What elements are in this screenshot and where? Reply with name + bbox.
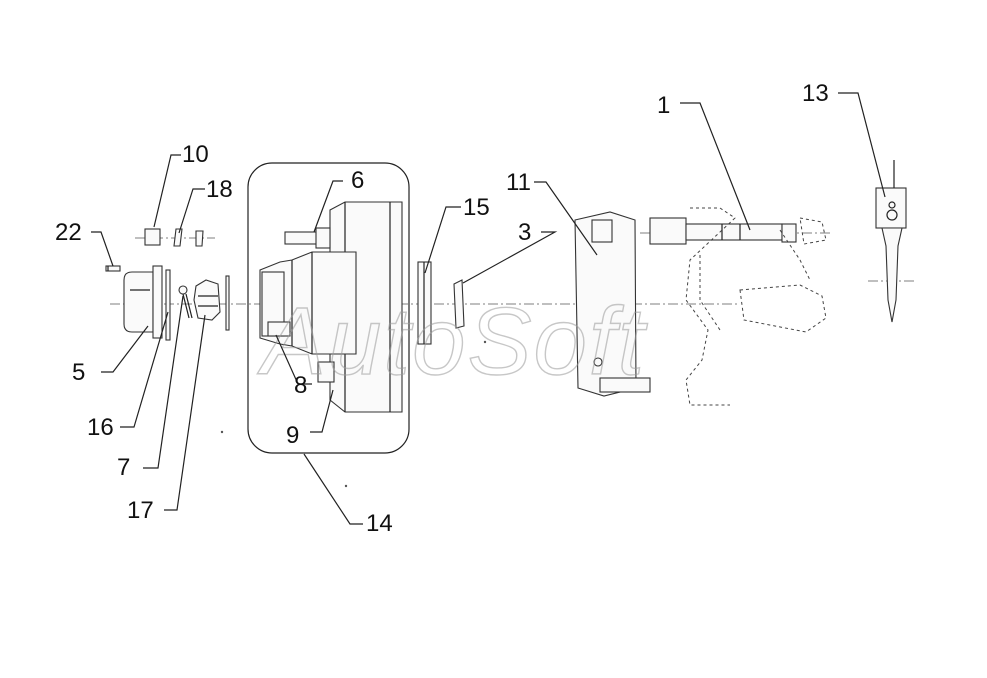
part-13-lever (875, 160, 907, 323)
callout-14: 14 (366, 510, 393, 537)
callout-10: 10 (182, 141, 209, 168)
part-14-hub-drum (259, 201, 403, 413)
callout-22: 22 (55, 219, 82, 246)
part-22-screw (105, 265, 121, 272)
part-16-gasket (165, 269, 171, 341)
callout-5: 5 (72, 359, 85, 386)
part-15-oil-seal (417, 261, 432, 345)
part-10-nut (144, 228, 161, 246)
callout-1: 1 (657, 92, 670, 119)
callout-3: 3 (518, 219, 531, 246)
part-18-lock-washer (173, 228, 204, 247)
part-17-castle-nut (193, 279, 221, 321)
callout-9: 9 (286, 422, 299, 449)
callout-18: 18 (206, 176, 233, 203)
part-5-hub-cap (123, 265, 163, 339)
part-1-shaft (649, 217, 797, 245)
callout-16: 16 (87, 414, 114, 441)
callout-13: 13 (802, 80, 829, 107)
callout-8: 8 (294, 372, 307, 399)
watermark-text: AutoSoft (257, 288, 648, 395)
part-3-spacer (453, 279, 465, 329)
part-7-split-pin (178, 285, 193, 319)
part-11-knuckle-bracket (574, 211, 651, 397)
leader-lines (91, 92, 886, 525)
callout-6: 6 (351, 167, 364, 194)
assembly-14-frame (247, 162, 410, 454)
callout-17: 17 (127, 497, 154, 524)
callout-15: 15 (463, 194, 490, 221)
callout-7: 7 (117, 454, 130, 481)
callout-11: 11 (506, 169, 531, 196)
callout-labels: 1 3 5 6 7 8 9 10 11 13 14 15 16 17 18 22 (55, 80, 829, 537)
washer (225, 275, 230, 331)
phantom-steering-arm (685, 207, 827, 406)
